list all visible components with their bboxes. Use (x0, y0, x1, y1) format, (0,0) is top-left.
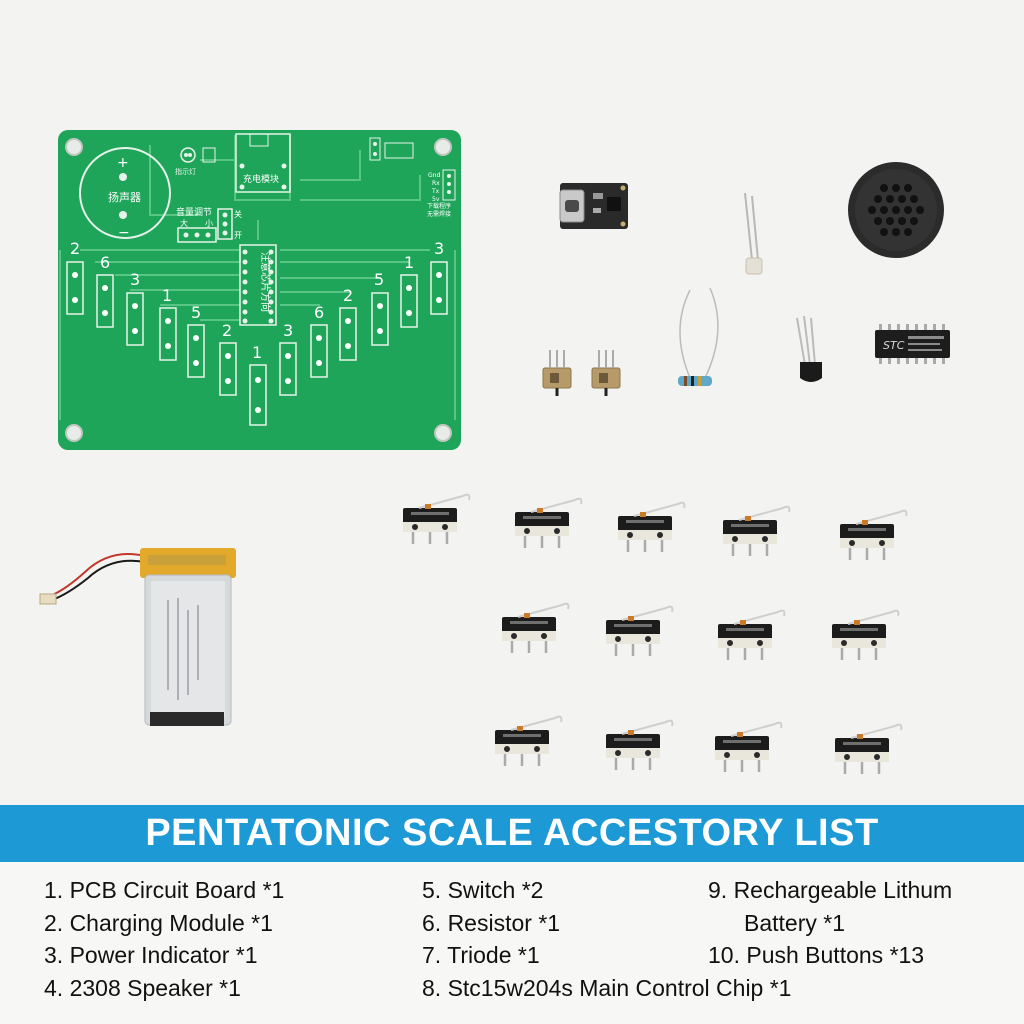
list-column-1: 1. PCB Circuit Board *1 2. Charging Modu… (44, 874, 404, 1004)
slide-switches (542, 350, 621, 396)
list-item: 7. Triode *1 (422, 942, 540, 968)
speaker-outline (79, 147, 171, 239)
lithium-battery (39, 548, 236, 726)
key-number: 1 (404, 253, 414, 272)
key-number: 6 (314, 303, 324, 322)
download-label: 下载程序 (427, 202, 451, 210)
product-photo: + − 扬声器 指示灯 充电模块 音量调节 大 小 关 开 Gnd Rx (39, 130, 950, 776)
mounting-holes (65, 138, 452, 442)
led-silk-label: 指示灯 (175, 167, 196, 176)
key-footprints (66, 261, 448, 426)
charging-module (559, 183, 628, 229)
pin-tx-label: Tx (431, 188, 440, 195)
title-banner: PENTATONIC SCALE ACCESTORY LIST (0, 805, 1024, 862)
power-indicator-led (744, 192, 763, 275)
list-item: 6. Resistor *1 (422, 909, 561, 936)
speaker-minus-label: − (118, 225, 130, 241)
key-number: 5 (191, 303, 201, 322)
list-item: 5. Switch *2 (422, 877, 544, 903)
key-number: 3 (434, 239, 444, 258)
key-number: 3 (130, 270, 140, 289)
volume-big-label: 大 (180, 218, 188, 228)
key-number: 3 (283, 321, 293, 340)
list-item: 4. 2308 Speaker *1 (44, 974, 241, 1001)
key-number: 5 (374, 270, 384, 289)
key-number: 2 (222, 321, 232, 340)
list-item: 10. Push Buttons *13 (708, 942, 925, 968)
speaker-plus-label: + (117, 155, 129, 171)
list-item: 8. Stc15w204s Main Control Chip *1 (422, 974, 792, 1001)
pcb-circuit-board: + − 扬声器 指示灯 充电模块 音量调节 大 小 关 开 Gnd Rx (58, 130, 461, 450)
download-sub-label: 无需焊接 (427, 210, 451, 218)
pin-rx-label: Rx (432, 180, 440, 187)
key-number: 2 (343, 286, 353, 305)
list-item: 2. Charging Module *1 (44, 909, 273, 936)
key-number: 1 (252, 343, 262, 362)
chip-orientation-label: 注意芯片方向 (259, 252, 272, 312)
list-column-2: 5. Switch *2 6. Resistor *1 7. Triode *1… (422, 874, 792, 1004)
speaker-2308 (848, 162, 944, 258)
accessory-list: 1. PCB Circuit Board *1 2. Charging Modu… (0, 862, 1024, 1024)
pin-gnd-label: Gnd (428, 172, 440, 179)
switch-on-label: 开 (234, 231, 242, 240)
charge-silk-label: 充电模块 (243, 173, 279, 185)
list-item: 9. Rechargeable Lithum (708, 877, 953, 903)
switch-off-label: 关 (234, 209, 242, 219)
key-number: 6 (100, 253, 110, 272)
list-column-3: 9. Rechargeable Lithum Battery *1 10. Pu… (708, 874, 1018, 972)
chip-brand-text: STC (883, 339, 905, 352)
key-number: 1 (162, 286, 172, 305)
pin-vcc-label: 5v (432, 196, 440, 203)
banner-title: PENTATONIC SCALE ACCESTORY LIST (145, 812, 879, 854)
list-item: 3. Power Indicator *1 (44, 942, 258, 968)
chip-footprint (239, 244, 277, 326)
list-item-continuation: Battery *1 (744, 909, 845, 936)
volume-silk-label: 音量调节 (176, 206, 212, 218)
key-number: 2 (70, 239, 80, 258)
resistor (678, 287, 719, 386)
main-control-chip: STC (875, 324, 950, 364)
speaker-silk-label: 扬声器 (108, 190, 141, 204)
volume-small-label: 小 (205, 219, 213, 228)
list-item: 1. PCB Circuit Board *1 (44, 877, 285, 903)
triode-transistor (796, 315, 822, 382)
